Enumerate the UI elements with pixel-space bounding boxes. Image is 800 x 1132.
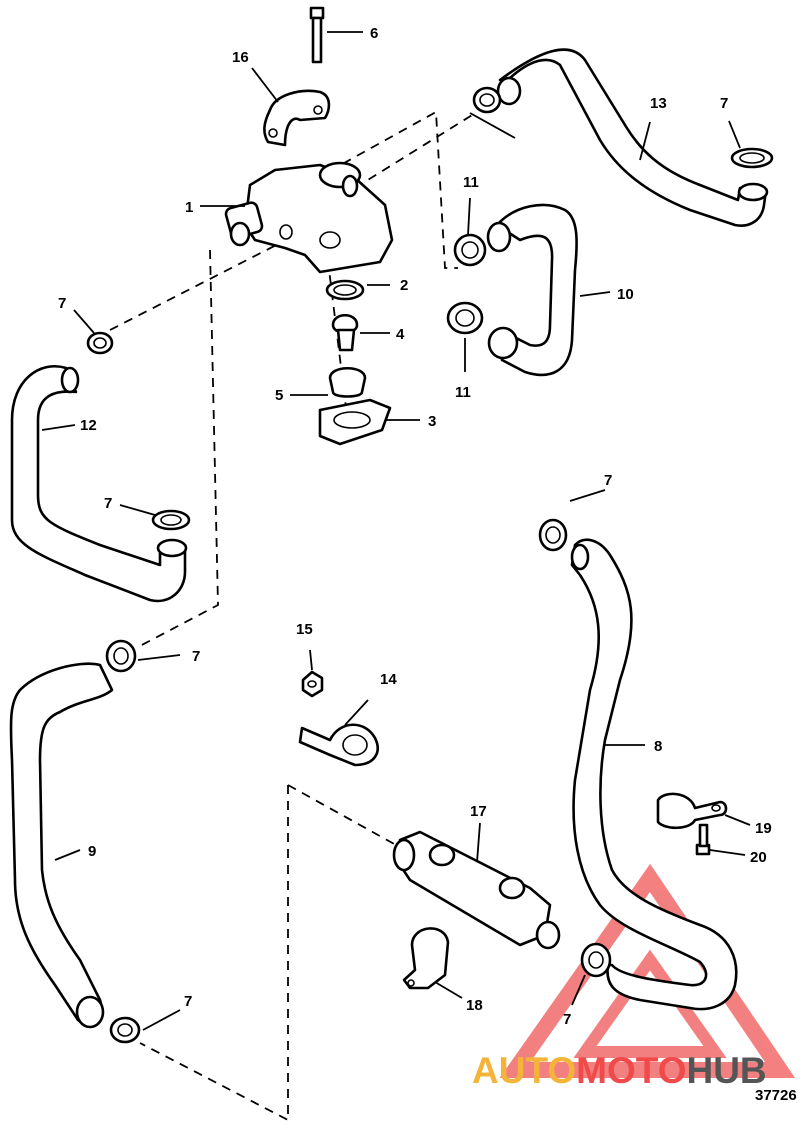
callout-7: 7	[104, 495, 112, 512]
callout-7: 7	[58, 295, 66, 312]
clamp-7-cooler	[580, 942, 612, 978]
callout-8: 8	[654, 738, 662, 755]
watermark-moto: MOTO	[576, 1050, 686, 1091]
callout-2: 2	[400, 277, 408, 294]
callout-labels: 1 2 3 4 5 6 7 7 7 7 7 7 7 8 9 10 11 11 1…	[58, 25, 772, 1028]
screw-20	[695, 823, 711, 856]
clamp-7-top-left	[86, 331, 114, 355]
callout-7: 7	[720, 95, 728, 112]
callout-17: 17	[470, 803, 487, 820]
clamp-19	[656, 792, 728, 830]
clamp-7-hose9-bottom	[109, 1016, 141, 1044]
clamp-7-hose8-top	[538, 518, 568, 552]
hose-clamps	[86, 86, 774, 1044]
cooler-17	[392, 830, 561, 950]
bolt-6	[309, 6, 325, 64]
callout-7: 7	[563, 1011, 571, 1028]
callout-13: 13	[650, 95, 667, 112]
callout-4: 4	[396, 326, 405, 343]
clamp-7-hose13-end	[730, 147, 774, 169]
callout-12: 12	[80, 417, 97, 434]
thermostat-stack	[318, 279, 392, 446]
leader-lines	[41, 31, 751, 1031]
clamp-7-top-right	[472, 86, 502, 114]
clamp-7-hose12-end	[151, 509, 191, 531]
hose-9	[9, 662, 114, 1029]
nut-15	[301, 670, 324, 698]
thermostat-housing	[224, 161, 394, 274]
clamp-7-hose9-top	[105, 639, 137, 673]
watermark-auto: AUTO	[472, 1050, 576, 1091]
hose-12	[10, 365, 188, 603]
watermark-text: AUTOMOTOHUB	[472, 1050, 767, 1091]
callout-18: 18	[466, 997, 483, 1014]
callout-6: 6	[370, 25, 378, 42]
assembly-lines	[109, 110, 478, 1122]
hose-13	[496, 48, 769, 227]
callout-7: 7	[184, 993, 192, 1010]
watermark-hub: HUB	[686, 1050, 766, 1091]
callout-9: 9	[88, 843, 96, 860]
clamp-11-bottom	[446, 301, 484, 335]
hose-10	[486, 203, 578, 377]
callout-5: 5	[275, 387, 283, 404]
callout-10: 10	[617, 286, 634, 303]
callout-1: 1	[185, 199, 193, 216]
callout-20: 20	[750, 849, 767, 866]
reference-number: 37726	[755, 1087, 797, 1104]
callout-11: 11	[455, 384, 471, 401]
bracket-18	[402, 927, 450, 990]
callout-15: 15	[296, 621, 313, 638]
callout-14: 14	[380, 671, 397, 688]
callout-11: 11	[463, 174, 479, 191]
callout-7: 7	[604, 472, 612, 489]
callout-19: 19	[755, 820, 772, 837]
callout-16: 16	[232, 49, 249, 66]
callout-3: 3	[428, 413, 436, 430]
clamp-11-top	[453, 233, 487, 267]
callout-7: 7	[192, 648, 200, 665]
bracket-16	[263, 89, 331, 147]
clamp-14	[298, 723, 379, 767]
hose-8	[570, 538, 738, 1011]
